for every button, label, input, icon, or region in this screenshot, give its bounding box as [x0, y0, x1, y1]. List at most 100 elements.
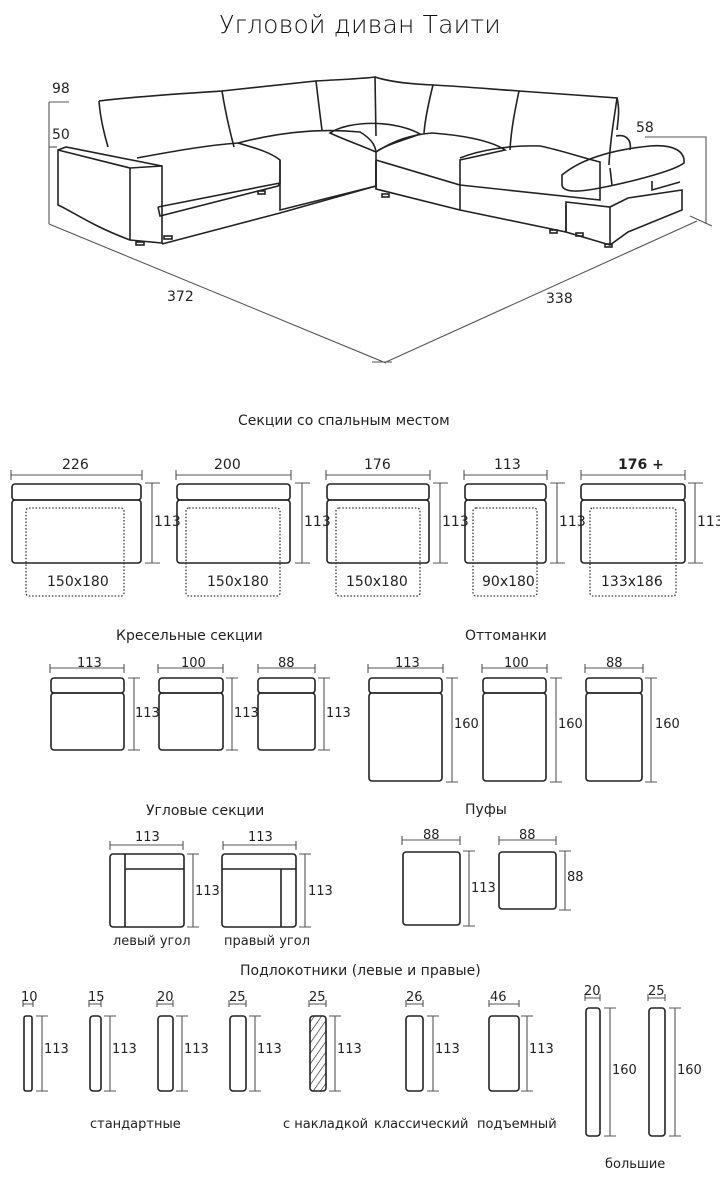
ottoman-depth-1: 160 — [454, 717, 479, 732]
sleeping-depth-3: 113 — [442, 514, 469, 530]
armrest-25-overlay — [308, 1000, 341, 1092]
armrest-height-7: 113 — [529, 1042, 554, 1057]
corner-pouf-drawing — [109, 836, 571, 928]
armchair-section-113 — [49, 664, 140, 751]
sleeping-depth-2: 113 — [304, 514, 331, 530]
sleeping-section-200 — [175, 470, 310, 597]
section-title-poufs: Пуфы — [465, 802, 507, 818]
dim-length-left: 372 — [167, 289, 194, 305]
sleeping-depth-4: 113 — [559, 514, 586, 530]
armrest-10 — [22, 1000, 48, 1092]
pouf-depth-2: 88 — [567, 870, 584, 885]
sleeping-bed-1: 150x180 — [47, 574, 109, 590]
armrest-width-9: 25 — [648, 984, 665, 999]
armrest-label-standard: стандартные — [90, 1117, 181, 1132]
armchair-width-1: 113 — [77, 656, 102, 671]
ottoman-width-2: 100 — [504, 656, 529, 671]
sleeping-width-3: 176 — [364, 457, 391, 473]
armrest-height-5: 113 — [337, 1042, 362, 1057]
ottoman-depth-3: 160 — [655, 717, 680, 732]
corner-section-left — [109, 841, 199, 928]
armchair-depth-2: 113 — [234, 706, 259, 721]
armrest-20-large — [584, 994, 616, 1137]
armrest-15 — [88, 1000, 116, 1092]
armrest-46-lifting — [488, 1000, 533, 1092]
armrest-height-3: 113 — [184, 1042, 209, 1057]
armrest-width-7: 46 — [490, 990, 507, 1005]
armrest-width-1: 10 — [21, 990, 38, 1005]
armrest-height-8: 160 — [612, 1063, 637, 1078]
sleeping-section-176-plus — [580, 470, 703, 597]
armrest-width-8: 20 — [584, 984, 601, 999]
ottoman-width-3: 88 — [606, 656, 623, 671]
corner-sofa-drawing — [48, 76, 713, 364]
armchair-ottoman-drawing — [49, 664, 657, 783]
sofa-dimension-lines — [48, 101, 713, 364]
armrest-width-2: 15 — [88, 990, 105, 1005]
corner-label-right: правый угол — [224, 934, 311, 949]
sleeping-depth-5: 113 — [697, 514, 720, 530]
dim-height-total: 98 — [52, 81, 70, 97]
ottoman-section-113 — [367, 664, 458, 783]
pouf-width-2: 88 — [519, 828, 536, 843]
pouf-width-1: 88 — [423, 828, 440, 843]
ottoman-width-1: 113 — [395, 656, 420, 671]
armrest-width-3: 20 — [157, 990, 174, 1005]
sleeping-width-1: 226 — [62, 457, 89, 473]
sleeping-section-176 — [325, 470, 448, 597]
section-title-ottoman: Оттоманки — [465, 628, 547, 644]
armrest-label-large: большие — [605, 1157, 666, 1172]
pouf-depth-1: 113 — [471, 881, 496, 896]
dim-height-seat: 50 — [52, 127, 70, 143]
armchair-depth-1: 113 — [135, 706, 160, 721]
corner-depth-left: 113 — [195, 884, 220, 899]
armrest-height-9: 160 — [677, 1063, 702, 1078]
armchair-depth-3: 113 — [326, 706, 351, 721]
sleeping-width-5: 176 + — [618, 457, 664, 473]
page-title: Угловой диван Таити — [219, 10, 501, 39]
armrest-height-1: 113 — [44, 1042, 69, 1057]
sleeping-bed-2: 150x180 — [207, 574, 269, 590]
sleeping-bed-5: 133x186 — [601, 574, 663, 590]
section-title-sleeping: Секции со спальным местом — [238, 413, 450, 429]
armrest-height-6: 113 — [435, 1042, 460, 1057]
corner-section-right — [221, 841, 311, 928]
section-title-armchair: Кресельные секции — [116, 628, 263, 644]
sleeping-width-4: 113 — [494, 457, 521, 473]
armrest-width-4: 25 — [229, 990, 246, 1005]
ottoman-section-88 — [584, 664, 657, 783]
armrest-25-large — [647, 994, 681, 1137]
corner-label-left: левый угол — [113, 934, 191, 949]
armrest-20 — [156, 1000, 188, 1092]
sleeping-bed-4: 90x180 — [482, 574, 535, 590]
sleeping-depth-1: 113 — [154, 514, 181, 530]
sleeping-section-113 — [463, 470, 565, 597]
armchair-width-3: 88 — [278, 656, 295, 671]
armchair-width-2: 100 — [181, 656, 206, 671]
armrest-width-6: 26 — [406, 990, 423, 1005]
armchair-section-88 — [257, 664, 330, 751]
armchair-section-100 — [157, 664, 238, 751]
pouf-88x88 — [498, 836, 571, 911]
dim-length-right: 338 — [546, 291, 573, 307]
corner-depth-right: 113 — [308, 884, 333, 899]
pouf-88x113 — [401, 836, 475, 927]
armrest-height-2: 113 — [112, 1042, 137, 1057]
armrest-height-4: 113 — [257, 1042, 282, 1057]
dim-depth-ottoman: 58 — [636, 120, 654, 136]
sofa-outline — [57, 76, 685, 248]
corner-width-right: 113 — [248, 830, 273, 845]
sleeping-bed-3: 150x180 — [346, 574, 408, 590]
section-title-armrests: Подлокотники (левые и правые) — [240, 963, 481, 979]
armrest-width-5: 25 — [309, 990, 326, 1005]
armrest-label-lifting: подъемный — [477, 1117, 557, 1132]
sleeping-section-226 — [10, 470, 160, 597]
armrest-25 — [228, 1000, 261, 1092]
section-title-corner: Угловые секции — [146, 803, 265, 819]
corner-width-left: 113 — [135, 830, 160, 845]
ottoman-depth-2: 160 — [558, 717, 583, 732]
sleeping-sections-drawing — [10, 470, 703, 597]
armrest-label-classic: классический — [374, 1117, 469, 1132]
sleeping-width-2: 200 — [214, 457, 241, 473]
